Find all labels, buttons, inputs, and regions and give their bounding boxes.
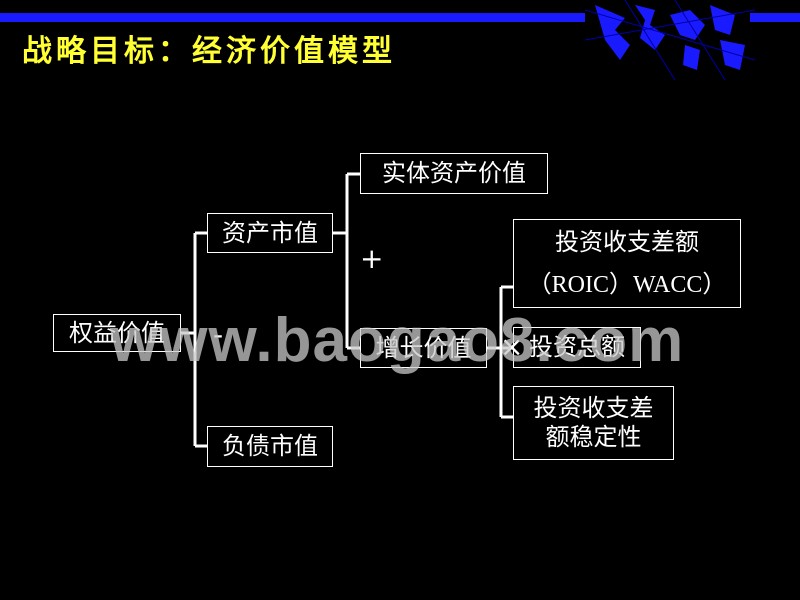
physical-asset-value-node: 实体资产价值 (360, 153, 548, 194)
top-bar-right (750, 13, 800, 22)
growth-value-node: 增长价值 (360, 328, 487, 368)
equity-value-label: 权益价值 (69, 318, 165, 347)
investment-spread-line2: （ROIC）WACC） (527, 271, 727, 298)
spread-stability-line2: 额稳定性 (545, 423, 642, 451)
asset-market-value-label: 资产市值 (222, 218, 318, 247)
asset-market-value-node: 资产市值 (207, 213, 333, 253)
liability-market-value-label: 负债市值 (222, 432, 318, 461)
spread-stability-node: 投资收支差 额稳定性 (513, 386, 674, 460)
investment-spread-line1: 投资收支差额 (555, 227, 699, 256)
top-bar-left (0, 13, 585, 22)
minus-operator: - (213, 318, 224, 351)
globe-graphic-icon (585, 0, 755, 80)
times-operator: × (500, 330, 524, 363)
plus-operator: + (360, 242, 384, 275)
growth-value-label: 增长价值 (375, 333, 472, 362)
total-investment-node: 投资总额 (513, 327, 641, 368)
investment-spread-node: 投资收支差额 （ROIC）WACC） (513, 219, 741, 308)
equity-value-node: 权益价值 (53, 314, 181, 352)
total-investment-label: 投资总额 (529, 333, 625, 362)
page-title: 战略目标：经济价值模型 (22, 34, 396, 69)
physical-asset-value-label: 实体资产价值 (382, 159, 526, 188)
spread-stability-line1: 投资收支差 (533, 394, 654, 423)
watermark: www.baogao8.com (110, 306, 685, 375)
liability-market-value-node: 负债市值 (207, 426, 333, 467)
